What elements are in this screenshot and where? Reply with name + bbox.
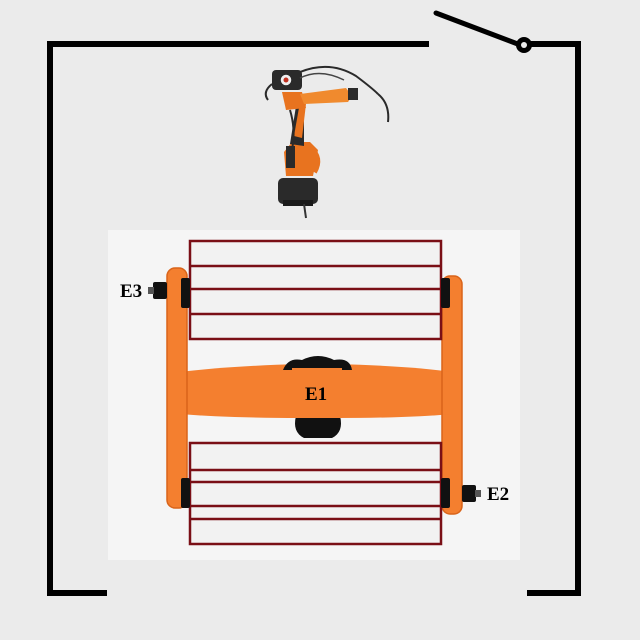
left-column xyxy=(167,268,187,508)
pivot-clamps xyxy=(181,278,450,508)
label-e1: E1 xyxy=(305,384,327,405)
cell-fence xyxy=(47,41,581,596)
door-switch-icon xyxy=(433,10,532,53)
upper-workpiece xyxy=(188,239,443,341)
positioner-hub xyxy=(283,356,352,438)
welding-robot-icon xyxy=(264,65,390,219)
lower-workpiece xyxy=(188,441,443,546)
motor-e2 xyxy=(462,485,476,502)
servo-motor-icon xyxy=(148,282,481,502)
fence-left-top xyxy=(47,41,429,596)
label-e3: E3 xyxy=(120,281,142,302)
label-e2: E2 xyxy=(487,484,509,505)
motor-e3 xyxy=(153,282,167,299)
fence-right xyxy=(521,41,581,596)
